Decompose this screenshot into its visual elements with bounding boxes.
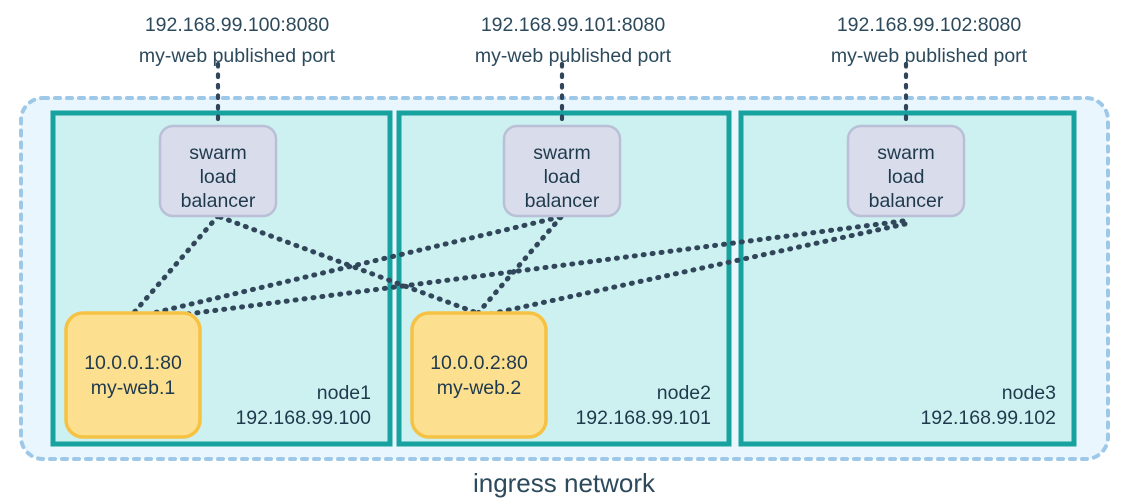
connector-lb3-to-web2 — [478, 221, 908, 319]
loadbalancer-connector-lines — [128, 213, 908, 324]
load-balancer-2-line3: balancer — [525, 190, 600, 212]
connector-lb2-to-web2 — [475, 214, 564, 316]
node3-ip: 192.168.99.102 — [920, 407, 1056, 429]
node-label-node3: node3 192.168.99.102 — [920, 382, 1056, 429]
container-box-my-web-1[interactable] — [64, 311, 202, 439]
node3-name: node3 — [1002, 382, 1056, 404]
node2-name: node2 — [657, 382, 711, 404]
published-port-2-caption: my-web published port — [475, 45, 672, 67]
container-1-name: my-web.1 — [91, 377, 176, 399]
ingress-network-caption: ingress network — [473, 468, 656, 498]
container-my-web-2[interactable]: 10.0.0.2:80 my-web.2 — [410, 311, 548, 439]
connector-lb3-to-web1 — [131, 218, 906, 324]
node2-ip: 192.168.99.101 — [575, 407, 711, 429]
node-label-node1: node1 192.168.99.100 — [235, 382, 371, 429]
load-balancer-2-line1: swarm — [533, 142, 590, 164]
container-box-my-web-2[interactable] — [410, 311, 548, 439]
node1-ip: 192.168.99.100 — [235, 407, 371, 429]
load-balancer-3-line1: swarm — [877, 142, 934, 164]
connector-lb2-to-web1 — [129, 214, 563, 321]
load-balancer-1-line3: balancer — [181, 190, 256, 212]
published-port-label-2: 192.168.99.101:8080 my-web published por… — [475, 14, 672, 67]
published-port-3-caption: my-web published port — [831, 45, 1028, 67]
connector-lb1-to-web1 — [128, 213, 221, 319]
load-balancer-3[interactable]: swarm load balancer — [846, 124, 966, 218]
published-port-label-3: 192.168.99.102:8080 my-web published por… — [831, 14, 1028, 67]
load-balancer-box-2[interactable] — [502, 124, 622, 218]
published-port-2-address: 192.168.99.101:8080 — [481, 14, 666, 36]
load-balancer-3-line2: load — [888, 166, 925, 188]
load-balancer-2[interactable]: swarm load balancer — [502, 124, 622, 218]
published-port-1-address: 192.168.99.100:8080 — [145, 14, 330, 36]
load-balancer-1-line2: load — [200, 166, 237, 188]
load-balancer-1-line1: swarm — [189, 142, 246, 164]
container-2-name: my-web.2 — [437, 377, 522, 399]
load-balancer-1[interactable]: swarm load balancer — [158, 124, 278, 218]
load-balancer-2-line2: load — [544, 166, 581, 188]
node-label-node2: node2 192.168.99.101 — [575, 382, 711, 429]
load-balancer-box-1[interactable] — [158, 124, 278, 218]
container-my-web-1[interactable]: 10.0.0.1:80 my-web.1 — [64, 311, 202, 439]
load-balancer-box-3[interactable] — [846, 124, 966, 218]
published-port-1-caption: my-web published port — [139, 45, 336, 67]
load-balancer-3-line3: balancer — [869, 190, 944, 212]
node1-name: node1 — [317, 382, 371, 404]
container-1-address: 10.0.0.1:80 — [84, 352, 182, 374]
published-port-3-address: 192.168.99.102:8080 — [837, 14, 1022, 36]
container-2-address: 10.0.0.2:80 — [430, 352, 528, 374]
published-port-label-1: 192.168.99.100:8080 my-web published por… — [139, 14, 336, 67]
